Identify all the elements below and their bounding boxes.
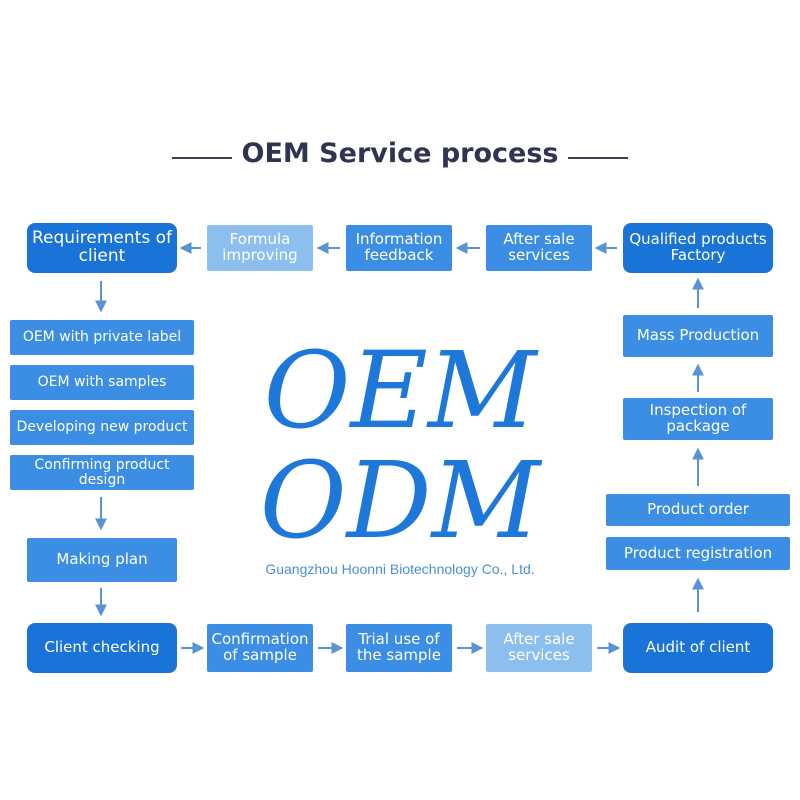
step-product-registration: Product registration [606, 537, 790, 570]
step-confirming-design: Confirming product design [10, 455, 194, 490]
step-qualified-factory: Qualified products Factory [623, 223, 773, 273]
center-odm-text: ODM [259, 439, 541, 562]
step-product-order: Product order [606, 494, 790, 526]
step-after-sale-bottom: After sale services [486, 624, 592, 672]
step-developing-product: Developing new product [10, 410, 194, 445]
step-mass-production: Mass Production [623, 315, 773, 357]
step-oem-samples: OEM with samples [10, 365, 194, 400]
step-confirmation-sample: Confirmation of sample [207, 624, 313, 672]
center-oem-text: OEM [263, 329, 537, 452]
step-audit-client: Audit of client [623, 623, 773, 673]
step-client-checking: Client checking [27, 623, 177, 673]
step-trial-sample: Trial use of the sample [346, 624, 452, 672]
title-right-line [568, 157, 628, 159]
step-oem-private-label: OEM with private label [10, 320, 194, 355]
step-after-sale-top: After sale services [486, 225, 592, 271]
step-requirements: Requirements of client [27, 223, 177, 273]
title-left-line [172, 157, 232, 159]
page-title: OEM Service process [241, 138, 559, 169]
step-information-feedback: Information feedback [346, 225, 452, 271]
company-name: Guangzhou Hoonni Biotechnology Co., Ltd. [265, 561, 535, 577]
step-inspection-package: Inspection of package [623, 398, 773, 440]
step-formula-improving: Formula improving [207, 225, 313, 271]
step-making-plan: Making plan [27, 538, 177, 582]
